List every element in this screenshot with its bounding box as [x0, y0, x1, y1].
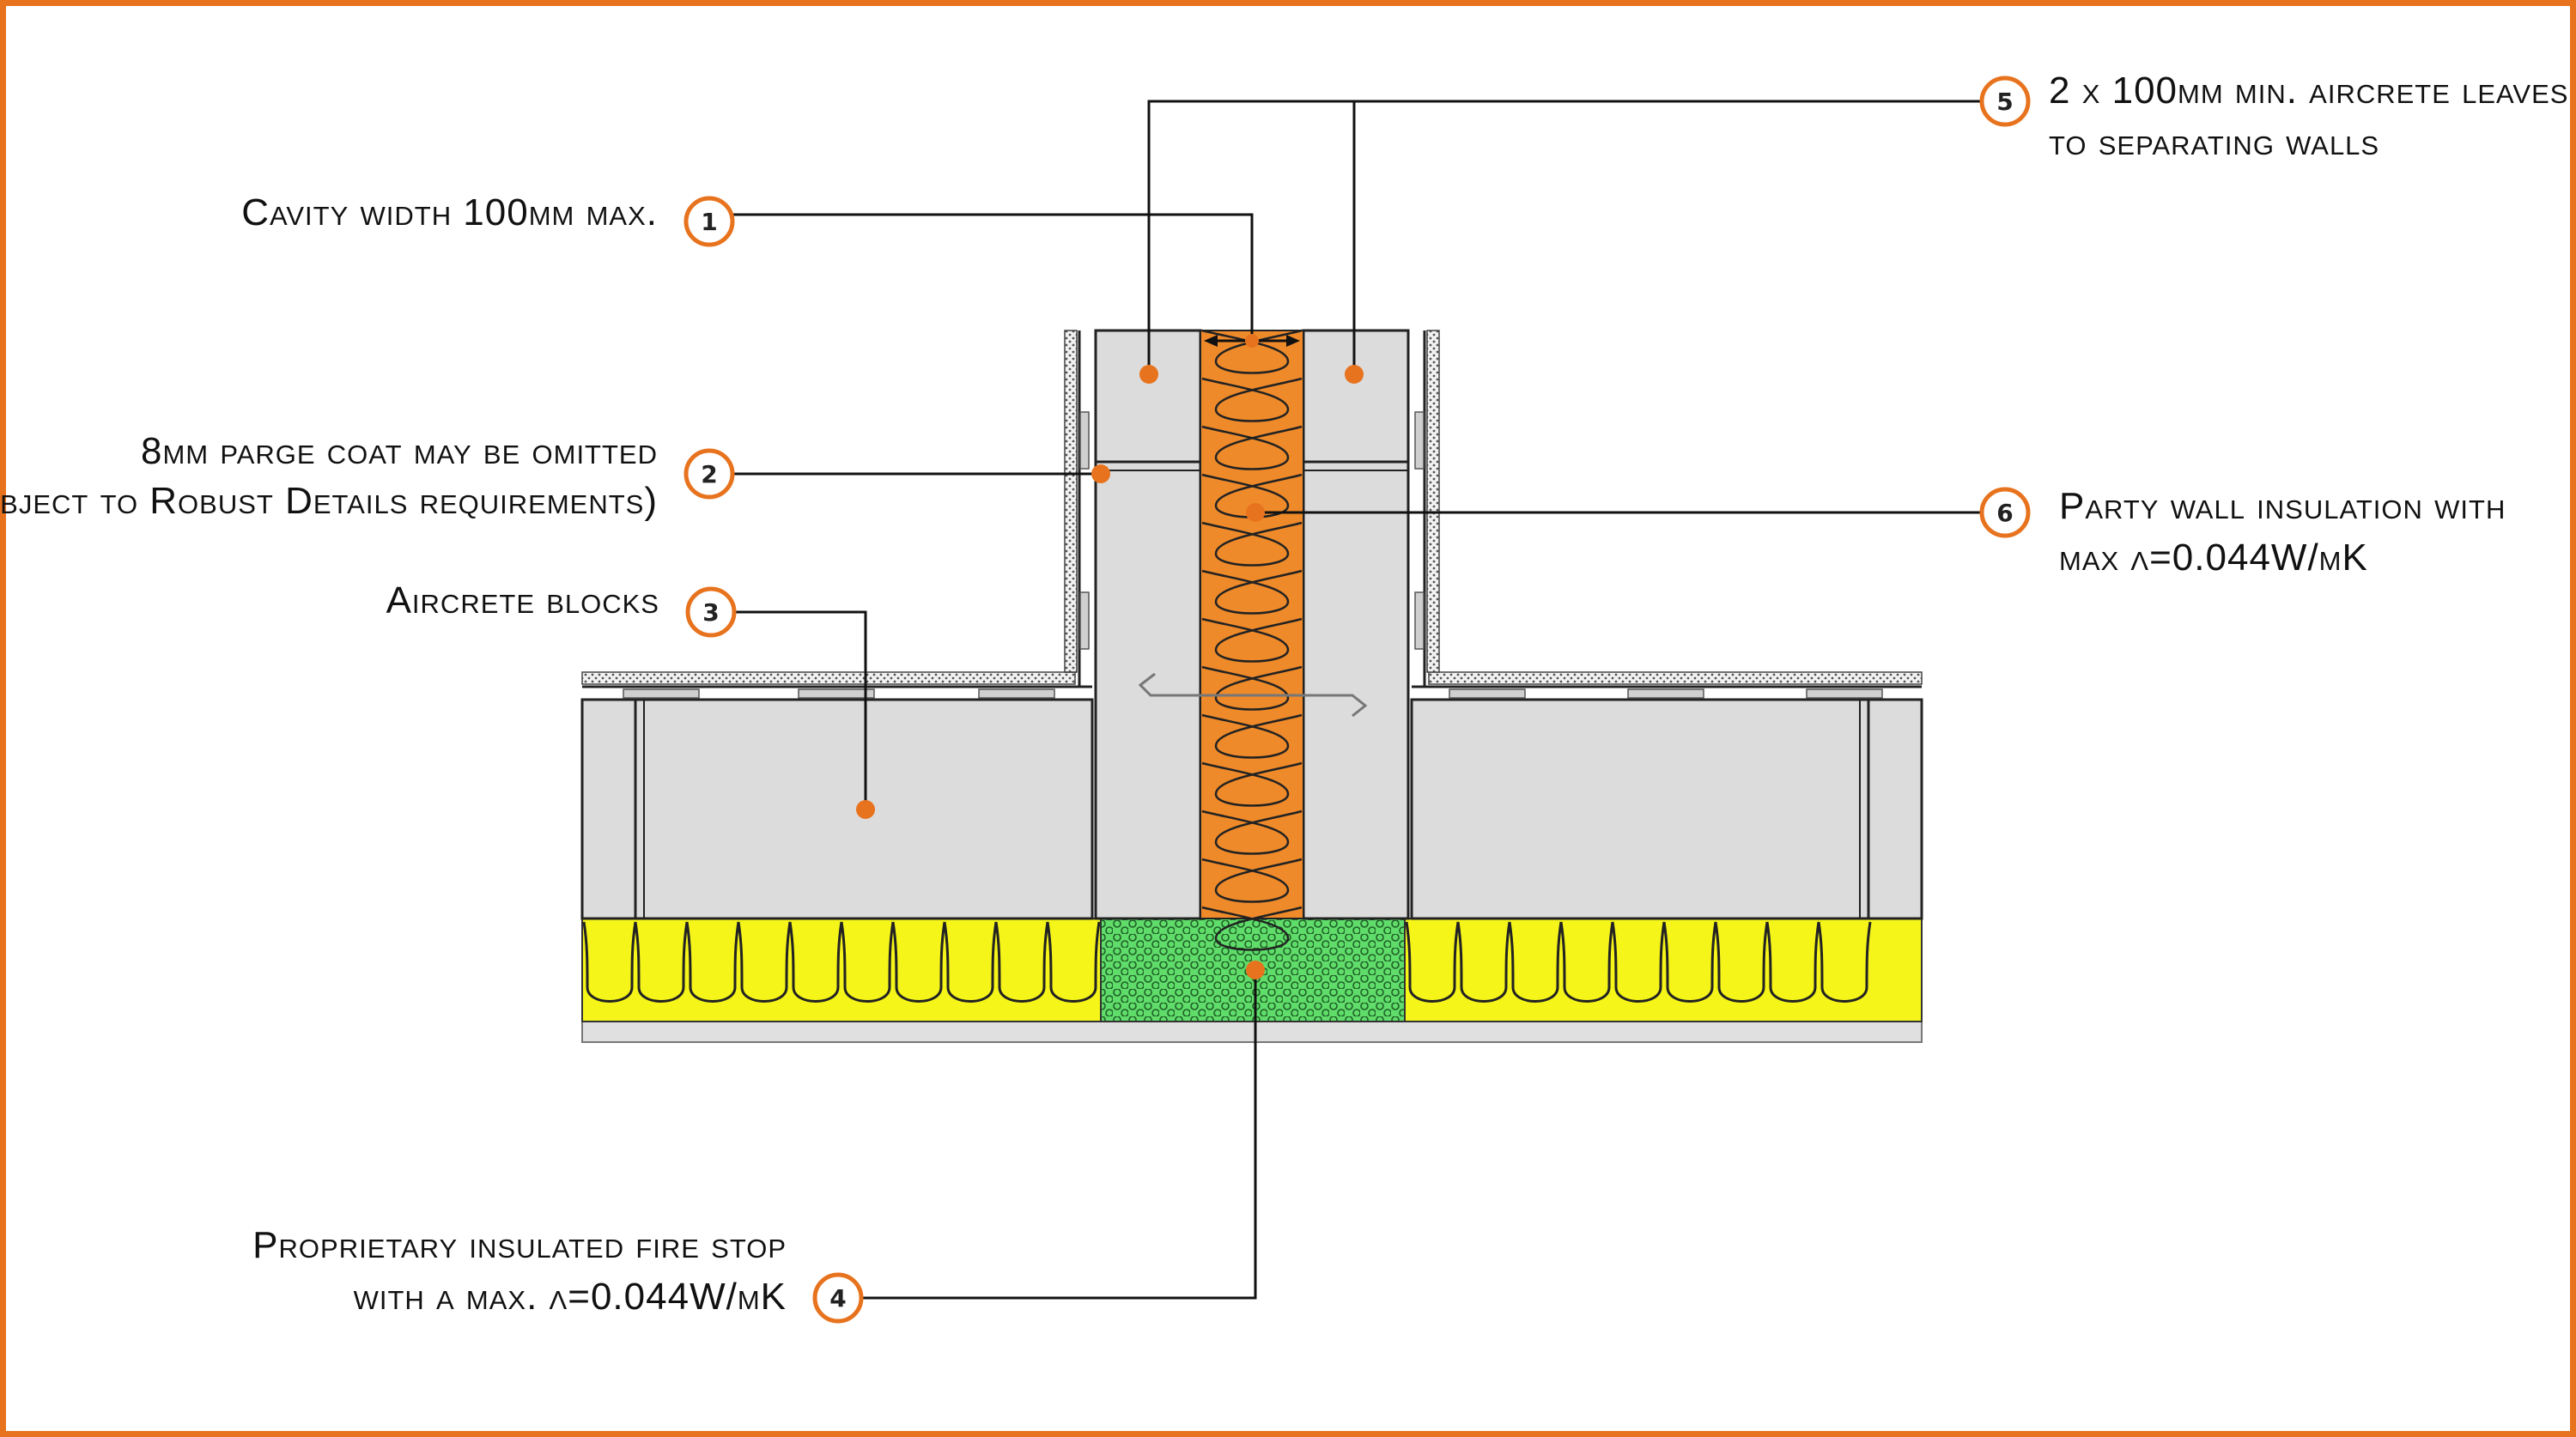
party-wall-insulation	[1200, 329, 1304, 951]
callout-marker-6: 6	[1979, 487, 2031, 538]
callout-label-2-line-1: 8mm parge coat may be omitted	[141, 430, 658, 472]
callout-marker-3: 3	[685, 586, 737, 638]
callout-marker-2: 2	[683, 448, 735, 500]
floor-slab	[581, 1021, 1923, 1043]
callout-marker-4: 4	[812, 1272, 864, 1324]
svg-text:4: 4	[829, 1284, 846, 1313]
callout-label-1: Cavity width 100mm max.	[241, 191, 658, 233]
callout-label-2-line-2: (subject to Robust Details requirements)	[0, 480, 658, 522]
parge-coat-vertical-left	[1064, 330, 1090, 687]
floor-insulation-left	[581, 918, 1102, 1022]
aircrete-blocks-right	[1410, 698, 1923, 920]
target-dots	[856, 334, 1364, 979]
leader-lines	[727, 100, 1982, 1300]
wall-tie	[1138, 672, 1368, 718]
floor-insulation-pattern	[582, 921, 1872, 1003]
callout-label-4-line-2: with a max. λ=0.044W/mK	[354, 1276, 787, 1318]
svg-text:3: 3	[702, 598, 719, 627]
parge-coat-vertical-right	[1414, 330, 1440, 687]
callout-marker-5: 5	[1979, 76, 2031, 127]
svg-text:6: 6	[1996, 499, 2013, 527]
callout-label-5-line-1: 2 x 100mm min. aircrete leaves	[2049, 70, 2568, 112]
parge-coat-right	[1412, 671, 1923, 699]
callout-label-6-line-1: Party wall insulation with	[2059, 485, 2506, 527]
svg-text:5: 5	[1996, 88, 2013, 116]
aircrete-blocks-left	[580, 698, 1094, 920]
svg-text:1: 1	[701, 208, 717, 236]
callout-label-5-line-2: to separating walls	[2049, 121, 2379, 163]
callout-marker-1: 1	[683, 196, 735, 247]
party-wall-leaf-left	[1094, 329, 1202, 920]
parge-coat-left	[581, 671, 1092, 699]
callout-label-6-line-2: max λ=0.044W/mK	[2059, 537, 2368, 579]
callout-label-4-line-1: Proprietary insulated fire stop	[252, 1224, 787, 1266]
party-wall-leaf-right	[1302, 329, 1410, 920]
svg-text:2: 2	[701, 460, 717, 488]
callout-label-3: Aircrete blocks	[386, 579, 659, 621]
